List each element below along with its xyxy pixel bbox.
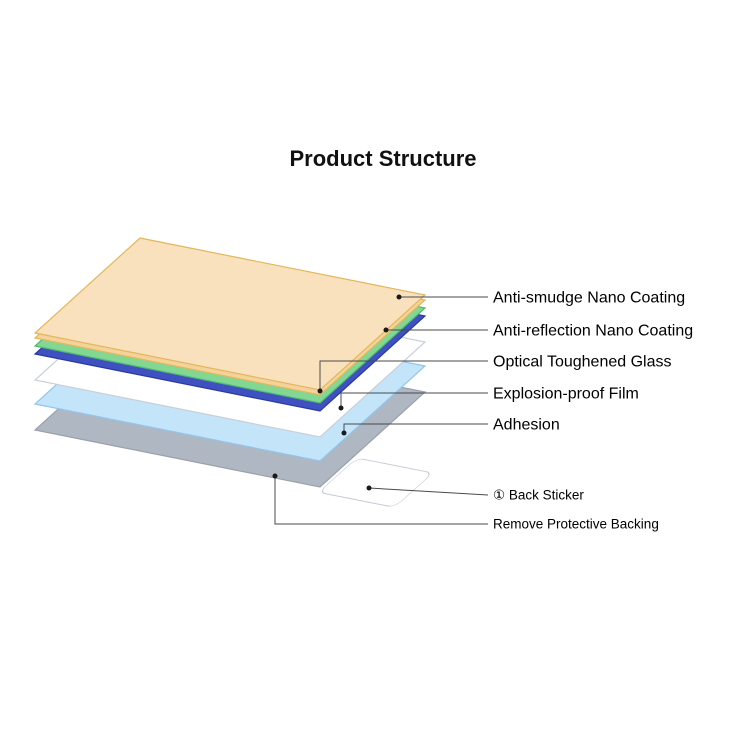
label-anti-smudge-nano-coating: Anti-smudge Nano Coating [493, 290, 685, 307]
leader-line-explosion-proof [340, 392, 488, 407]
label-remove-protective-backing: Remove Protective Backing [493, 517, 659, 532]
page-title: Product Structure [289, 146, 476, 171]
leader-dot-optical-glass [317, 388, 323, 394]
label-explosion-proof-film: Explosion-proof Film [493, 386, 639, 403]
leader-dot-protective-backing [272, 473, 278, 479]
leader-dot-adhesion [341, 430, 347, 436]
leader-dot-anti-smudge [396, 294, 402, 300]
leader-line-back-sticker [368, 487, 489, 496]
labels: Anti-smudge Nano Coating Anti-reflection… [493, 290, 693, 532]
label-optical-toughened-glass: Optical Toughened Glass [493, 354, 671, 371]
leader-dot-explosion-proof [338, 405, 344, 411]
label-anti-reflection-nano-coating: Anti-reflection Nano Coating [493, 323, 693, 340]
leader-dots [272, 294, 402, 491]
label-adhesion: Adhesion [493, 417, 560, 434]
leader-dot-back-sticker [366, 485, 372, 491]
leader-dot-anti-reflection [383, 327, 389, 333]
leader-line-adhesion [343, 423, 488, 432]
label-back-sticker: ① Back Sticker [493, 488, 584, 503]
layer-stack [33, 237, 430, 507]
leader-line-optical-glass [319, 360, 488, 391]
leader-line-protective-backing [274, 477, 488, 525]
leader-lines [274, 296, 489, 525]
